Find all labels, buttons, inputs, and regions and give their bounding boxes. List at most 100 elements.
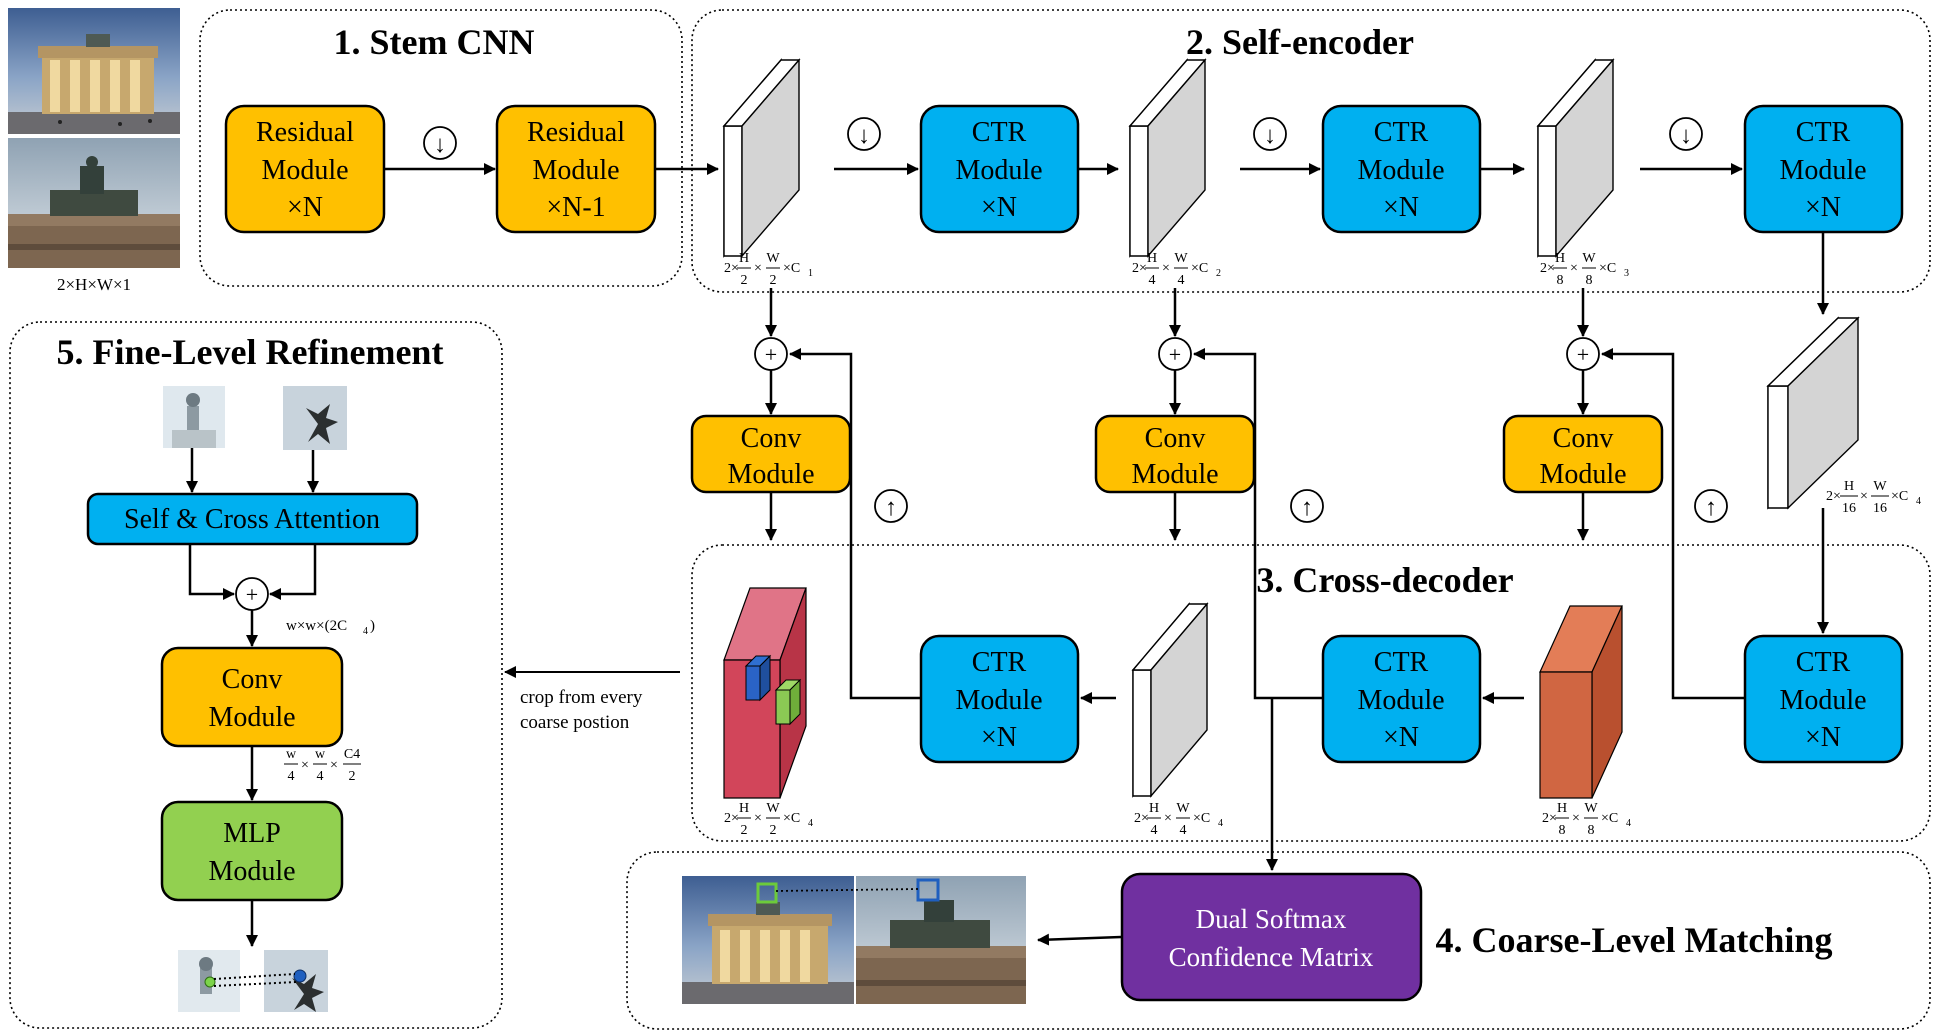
decoder-dim-2: 2× H 4 × W 4 ×C 4 bbox=[1134, 801, 1223, 838]
svg-text:8: 8 bbox=[1588, 823, 1595, 838]
encoder-dim-3: 2× H 8 × W 8 ×C 3 bbox=[1540, 251, 1629, 288]
matching-title: 4. Coarse-Level Matching bbox=[1436, 920, 1833, 960]
svg-text:H: H bbox=[739, 801, 749, 816]
svg-text:C4: C4 bbox=[344, 747, 360, 762]
conv-module-3: Conv Module bbox=[1502, 414, 1664, 494]
attention-module: Self & Cross Attention bbox=[86, 492, 419, 546]
svg-text:2×: 2× bbox=[1540, 261, 1555, 276]
svg-text:↓: ↓ bbox=[434, 132, 446, 158]
ctr-decoder-module-1: CTR Module ×N bbox=[919, 634, 1080, 764]
upsample-icon: ↑ bbox=[874, 489, 908, 523]
matching-section-box bbox=[626, 851, 1931, 1030]
svg-text:4: 4 bbox=[1178, 273, 1185, 288]
input-image-1 bbox=[8, 8, 180, 134]
add-node-icon: + bbox=[1158, 337, 1192, 371]
upsample-icon: ↑ bbox=[1290, 489, 1324, 523]
svg-text:H: H bbox=[1557, 801, 1567, 816]
svg-text:×N: ×N bbox=[1383, 722, 1419, 753]
refine-title: 5. Fine-Level Refinement bbox=[57, 332, 444, 372]
svg-text:2: 2 bbox=[770, 823, 777, 838]
svg-text:2: 2 bbox=[741, 823, 748, 838]
svg-text:MLP: MLP bbox=[223, 818, 281, 849]
svg-text:Module: Module bbox=[1357, 155, 1444, 186]
svg-text:4: 4 bbox=[288, 769, 295, 784]
svg-text:Module: Module bbox=[1539, 459, 1626, 490]
svg-text:↑: ↑ bbox=[1301, 495, 1313, 521]
svg-text:×: × bbox=[1860, 489, 1868, 504]
svg-text:Conv: Conv bbox=[1553, 423, 1614, 454]
svg-text:2: 2 bbox=[770, 273, 777, 288]
downsample-icon: ↓ bbox=[847, 117, 881, 151]
svg-text:×: × bbox=[754, 811, 762, 826]
decoder-section-box bbox=[691, 544, 1931, 842]
svg-text:×: × bbox=[330, 758, 338, 773]
encoder-dim-2: 2× H 4 × W 4 ×C 2 bbox=[1132, 251, 1221, 288]
svg-text:×C: ×C bbox=[783, 261, 800, 276]
encoder-feature-map-1 bbox=[722, 58, 801, 258]
svg-text:Dual Softmax: Dual Softmax bbox=[1196, 904, 1347, 934]
svg-text:×C: ×C bbox=[1891, 489, 1908, 504]
encoder-section-box bbox=[691, 9, 1931, 293]
svg-text:×N: ×N bbox=[1383, 192, 1419, 223]
svg-text:Module: Module bbox=[208, 856, 295, 887]
conv-module-1: Conv Module bbox=[690, 414, 852, 494]
svg-text:Confidence Matrix: Confidence Matrix bbox=[1169, 942, 1374, 972]
svg-text:Module: Module bbox=[955, 155, 1042, 186]
svg-text:W: W bbox=[1582, 251, 1596, 266]
svg-text:H: H bbox=[1844, 479, 1854, 494]
svg-text:CTR: CTR bbox=[1796, 647, 1851, 678]
svg-text:H: H bbox=[1555, 251, 1565, 266]
svg-text:Module: Module bbox=[955, 685, 1042, 716]
svg-text:×N: ×N bbox=[981, 192, 1017, 223]
match-point-green bbox=[204, 976, 216, 988]
svg-text:Conv: Conv bbox=[222, 664, 283, 695]
input-image-2 bbox=[8, 138, 180, 268]
conv-module-2: Conv Module bbox=[1094, 414, 1256, 494]
svg-text:W: W bbox=[1584, 801, 1598, 816]
fine-patch-1 bbox=[163, 386, 225, 448]
svg-text:4: 4 bbox=[1180, 823, 1187, 838]
svg-text:CTR: CTR bbox=[1374, 117, 1429, 148]
svg-text:W: W bbox=[1176, 801, 1190, 816]
svg-text:+: + bbox=[246, 582, 258, 607]
svg-text:×: × bbox=[301, 758, 309, 773]
feature-patch-green bbox=[774, 678, 802, 726]
add-node-icon: + bbox=[235, 577, 269, 611]
decoder-dim-1: 2× H 2 × W 2 ×C 4 bbox=[724, 801, 813, 838]
svg-text:Residual: Residual bbox=[527, 117, 625, 148]
svg-text:W: W bbox=[766, 251, 780, 266]
svg-text:4: 4 bbox=[363, 626, 368, 637]
svg-text:×C: ×C bbox=[1193, 811, 1210, 826]
svg-text:w×w×(2C: w×w×(2C bbox=[286, 618, 347, 634]
ctr-decoder-module-2: CTR Module ×N bbox=[1321, 634, 1482, 764]
downsample-icon: ↓ bbox=[1253, 117, 1287, 151]
svg-text:CTR: CTR bbox=[1374, 647, 1429, 678]
svg-text:2×: 2× bbox=[1132, 261, 1147, 276]
fine-concat-dim: w×w×(2C 4 ) bbox=[286, 618, 375, 637]
svg-text:↓: ↓ bbox=[1264, 123, 1276, 149]
svg-text:H: H bbox=[739, 251, 749, 266]
decoder-title: 3. Cross-decoder bbox=[1256, 560, 1513, 600]
crop-label-line-1: crop from every bbox=[520, 687, 643, 708]
svg-text:2×: 2× bbox=[1134, 811, 1149, 826]
svg-text:Module: Module bbox=[1779, 155, 1866, 186]
svg-text:Module: Module bbox=[208, 702, 295, 733]
stem-title: 1. Stem CNN bbox=[334, 22, 535, 62]
svg-text:Self & Cross Attention: Self & Cross Attention bbox=[124, 504, 380, 535]
coarse-image-1 bbox=[682, 876, 854, 1004]
encoder-feature-map-3 bbox=[1536, 58, 1615, 258]
svg-text:8: 8 bbox=[1559, 823, 1566, 838]
svg-text:4: 4 bbox=[808, 818, 813, 829]
encoder-feature-map-2 bbox=[1128, 58, 1207, 258]
coarse-match-image-pair bbox=[682, 876, 1026, 1004]
encoder-dim-1: 2× H 2 × W 2 ×C 1 bbox=[724, 251, 813, 288]
add-node-icon: + bbox=[754, 337, 788, 371]
crop-label-line-2: coarse postion bbox=[520, 712, 630, 733]
svg-text:CTR: CTR bbox=[972, 647, 1027, 678]
svg-text:2: 2 bbox=[1216, 268, 1221, 279]
refine-section-box bbox=[9, 321, 503, 1029]
svg-text:Module: Module bbox=[727, 459, 814, 490]
downsample-icon: ↓ bbox=[423, 126, 457, 160]
match-point-blue bbox=[293, 969, 307, 983]
